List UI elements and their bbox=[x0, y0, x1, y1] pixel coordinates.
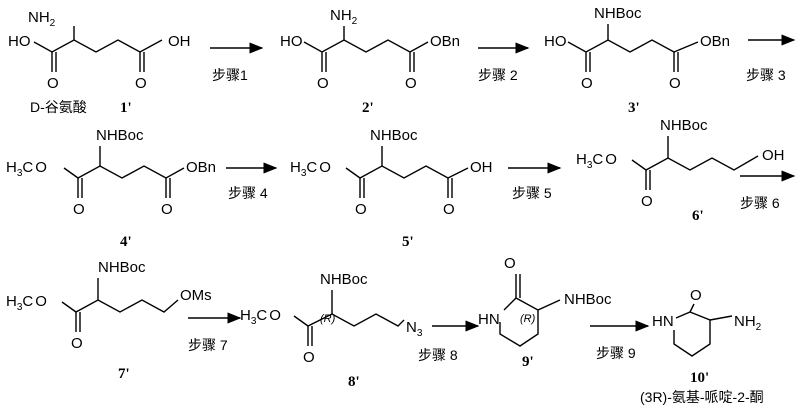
compound-number-4: 4' bbox=[120, 234, 132, 250]
obn-label: OBn bbox=[430, 33, 460, 50]
compound-10: O HN NH2 10' (3R)-氨基-哌啶-2-酮 bbox=[640, 287, 764, 405]
oms-label: OMs bbox=[180, 287, 212, 304]
o-label: O bbox=[73, 201, 85, 218]
o-label: O bbox=[641, 193, 653, 210]
nhboc-label: NHBoc bbox=[370, 127, 418, 144]
o-label: O bbox=[303, 349, 315, 366]
o-label: O bbox=[317, 75, 329, 92]
nhboc-label: NHBoc bbox=[98, 259, 146, 276]
ho-label: HO bbox=[8, 33, 31, 50]
compound-number-1: 1' bbox=[120, 100, 132, 116]
compound-number-2: 2' bbox=[362, 100, 374, 116]
compound-number-10: 10' bbox=[690, 370, 709, 386]
compound-number-5: 5' bbox=[402, 234, 414, 250]
step-label-6: 步骤 6 bbox=[740, 195, 780, 211]
oh-label: OH bbox=[470, 159, 493, 176]
step-label-7: 步骤 7 bbox=[188, 337, 228, 353]
nh2-label: NH2 bbox=[28, 9, 56, 29]
hn-label: HN bbox=[478, 311, 500, 328]
nhboc-label: NHBoc bbox=[594, 5, 642, 22]
o-label: O bbox=[504, 255, 516, 272]
o-label: O bbox=[135, 75, 147, 92]
o-label: O bbox=[355, 201, 367, 218]
step-label-1: 步骤1 bbox=[212, 67, 248, 83]
n3-label: N3 bbox=[406, 319, 423, 339]
step-label-8: 步骤 8 bbox=[418, 347, 458, 363]
step-label-9: 步骤 9 bbox=[596, 345, 636, 361]
compound-1: NH2 HO OH O O D-谷氨酸 1' bbox=[8, 9, 191, 116]
obn-label: OBn bbox=[700, 33, 730, 50]
stereo-label: (R) bbox=[320, 313, 336, 325]
o-label: O bbox=[161, 201, 173, 218]
compound-number-7: 7' bbox=[118, 366, 130, 382]
nhboc-label: NHBoc bbox=[96, 127, 144, 144]
step-label-4: 步骤 4 bbox=[228, 185, 268, 201]
nhboc-label: NHBoc bbox=[320, 271, 368, 288]
o-label: O bbox=[581, 75, 593, 92]
ho-label: HO bbox=[280, 33, 303, 50]
o-label: O bbox=[71, 335, 83, 352]
compound-number-8: 8' bbox=[348, 374, 360, 390]
nh2-label: NH2 bbox=[330, 7, 358, 27]
start-name: D-谷氨酸 bbox=[30, 99, 87, 115]
compound-3: NHBoc HO OBn O O 3' bbox=[544, 5, 730, 116]
nh2-label: NH2 bbox=[734, 313, 762, 333]
nhboc-label: NHBoc bbox=[660, 117, 708, 134]
product-name: (3R)-氨基-哌啶-2-酮 bbox=[640, 389, 764, 405]
step-label-2: 步骤 2 bbox=[478, 67, 518, 83]
compound-2: NH2 HO OBn O O 2' bbox=[280, 7, 460, 116]
compound-9: O HN NHBoc (R) 9' bbox=[478, 255, 612, 370]
oh-label: OH bbox=[168, 33, 191, 50]
compound-number-3: 3' bbox=[628, 100, 640, 116]
stereo-label: (R) bbox=[520, 313, 536, 325]
hn-label: HN bbox=[652, 313, 674, 330]
step-label-5: 步骤 5 bbox=[512, 185, 552, 201]
compound-number-9: 9' bbox=[522, 354, 534, 370]
o-label: O bbox=[443, 201, 455, 218]
ho-label: HO bbox=[544, 33, 567, 50]
o-label: O bbox=[690, 287, 702, 304]
nhboc-label: NHBoc bbox=[564, 291, 612, 308]
o-label: O bbox=[47, 75, 59, 92]
o-label: O bbox=[669, 75, 681, 92]
obn-label: OBn bbox=[186, 159, 216, 176]
step-label-3: 步骤 3 bbox=[746, 67, 786, 83]
oh-label: OH bbox=[762, 147, 785, 164]
o-label: O bbox=[405, 75, 417, 92]
compound-number-6: 6' bbox=[692, 208, 704, 224]
